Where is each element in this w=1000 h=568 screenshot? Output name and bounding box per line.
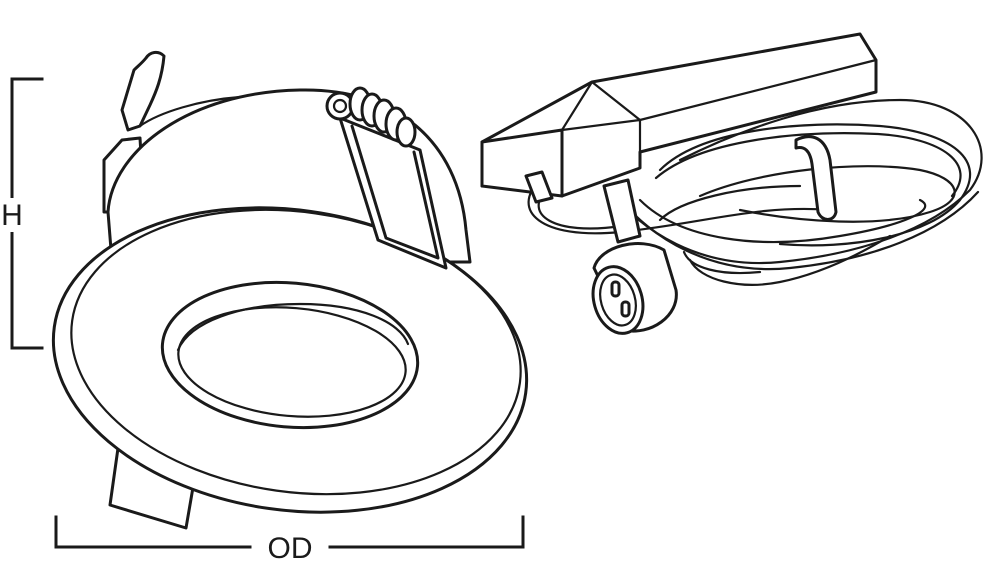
outer-diameter-dimension: OD [54,515,525,565]
lamp-aperture [160,280,420,430]
downlight-fitting [51,50,529,530]
front-spring-clip [325,86,448,270]
height-label: H [1,199,23,232]
led-driver [480,32,983,335]
driver-cable [527,98,983,286]
rear-spring-clip [120,50,166,132]
cable-tie-left [524,170,554,204]
cable-connector [591,178,678,335]
cable-tie-right [794,135,838,221]
height-dimension: H [0,77,44,350]
outer-diameter-label: OD [268,532,313,565]
